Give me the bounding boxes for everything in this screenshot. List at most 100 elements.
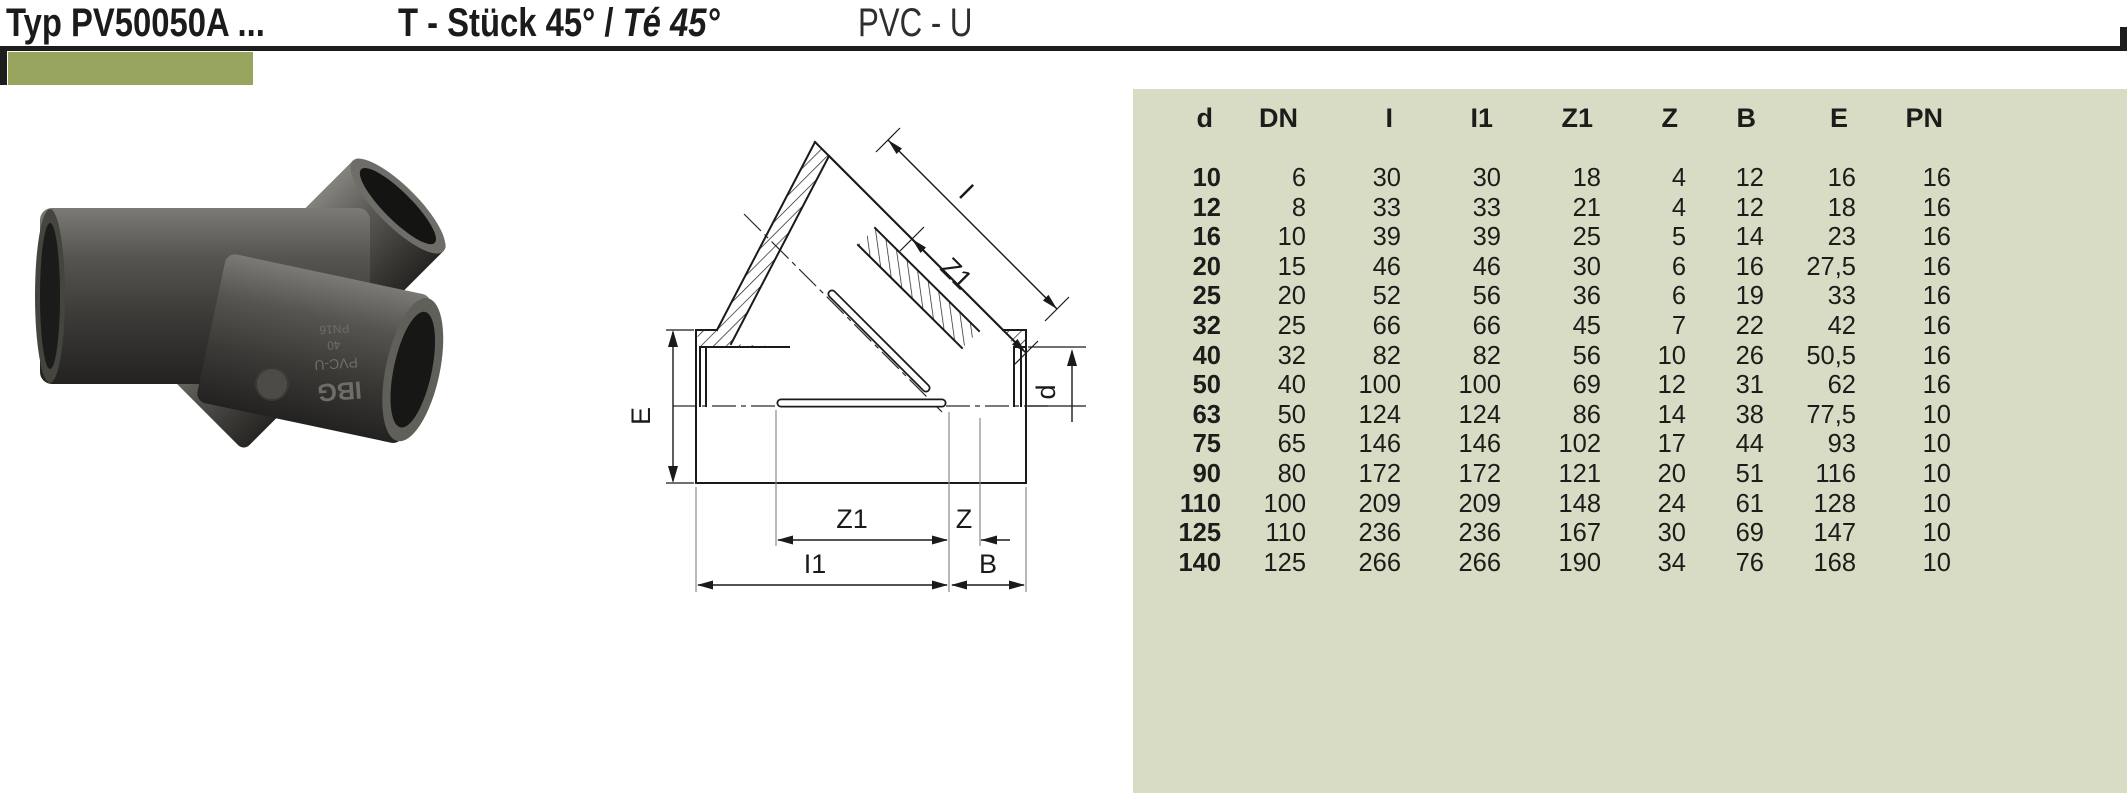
- cell-E: 27,5: [1806, 252, 1856, 281]
- cell-B: 16: [1735, 252, 1764, 281]
- marking-material: PVC-U: [314, 355, 359, 374]
- cell-PN: 16: [1922, 282, 1951, 311]
- column-header-DN: DN: [1259, 103, 1298, 133]
- dim-label-Z1-diagonal: Z1: [935, 252, 978, 295]
- column-header-d: d: [1196, 103, 1214, 133]
- column-header-Z: Z: [1661, 103, 1679, 133]
- cell-B: 14: [1735, 223, 1764, 252]
- cell-I1: 266: [1458, 548, 1501, 577]
- cell-DN: 20: [1277, 282, 1306, 311]
- cell-d: 140: [1178, 548, 1221, 577]
- page-title: T - Stück 45° / Té 45°: [398, 1, 720, 45]
- cell-DN: 10: [1277, 223, 1306, 252]
- cell-I1: 172: [1458, 459, 1501, 488]
- cell-DN: 8: [1291, 193, 1306, 222]
- column-header-E: E: [1829, 103, 1848, 133]
- cell-Z1: 21: [1572, 193, 1601, 222]
- cell-d: 125: [1178, 519, 1221, 548]
- cell-Z: 4: [1671, 193, 1686, 222]
- cell-PN: 10: [1922, 519, 1951, 548]
- cell-E: 93: [1827, 430, 1856, 459]
- cell-DN: 80: [1277, 459, 1306, 488]
- cell-DN: 40: [1277, 371, 1306, 400]
- cell-E: 42: [1827, 311, 1856, 340]
- cell-DN: 25: [1277, 311, 1306, 340]
- column-header-PN: PN: [1905, 103, 1943, 133]
- cell-B: 12: [1735, 193, 1764, 222]
- marking-pressure: PN16: [319, 321, 350, 337]
- cell-I: 46: [1372, 252, 1401, 281]
- cell-PN: 10: [1922, 459, 1951, 488]
- cell-I: 146: [1358, 430, 1401, 459]
- dim-label-I1: I1: [804, 549, 827, 579]
- dim-label-E: E: [626, 407, 656, 425]
- cell-I: 66: [1372, 311, 1401, 340]
- cell-I1: 124: [1458, 400, 1501, 429]
- header-rule-right-cap: [2120, 27, 2127, 51]
- marking-boss: [255, 367, 289, 401]
- cell-d: 63: [1192, 400, 1221, 429]
- cell-d: 50: [1192, 371, 1221, 400]
- cell-I: 124: [1358, 400, 1401, 429]
- cell-Z: 14: [1657, 400, 1686, 429]
- cell-d: 10: [1192, 164, 1221, 192]
- cell-Z1: 102: [1558, 430, 1601, 459]
- cell-DN: 32: [1277, 341, 1306, 370]
- cell-Z1: 30: [1572, 252, 1601, 281]
- title-italic: Té 45°: [622, 1, 720, 45]
- cell-Z1: 190: [1558, 548, 1601, 577]
- accent-bar: [8, 52, 253, 85]
- cell-Z: 6: [1671, 282, 1686, 311]
- cell-DN: 6: [1291, 164, 1306, 192]
- cell-PN: 16: [1922, 223, 1951, 252]
- cell-DN: 50: [1277, 400, 1306, 429]
- cell-Z: 17: [1657, 430, 1686, 459]
- cell-DN: 65: [1277, 430, 1306, 459]
- cell-E: 50,5: [1806, 341, 1856, 370]
- cell-Z1: 25: [1572, 223, 1601, 252]
- cell-PN: 16: [1922, 252, 1951, 281]
- cell-B: 12: [1735, 164, 1764, 192]
- cell-I1: 39: [1472, 223, 1501, 252]
- dim-label-Z: Z: [956, 504, 973, 534]
- cell-E: 18: [1827, 193, 1856, 222]
- cell-d: 12: [1192, 193, 1221, 222]
- cell-I: 30: [1372, 164, 1401, 192]
- cell-Z1: 121: [1558, 459, 1601, 488]
- cell-PN: 10: [1922, 489, 1951, 518]
- cell-B: 31: [1735, 371, 1764, 400]
- cell-Z1: 45: [1572, 311, 1601, 340]
- cell-B: 76: [1735, 548, 1764, 577]
- cell-PN: 10: [1922, 430, 1951, 459]
- cell-I: 172: [1358, 459, 1401, 488]
- cell-d: 110: [1179, 489, 1221, 518]
- cell-DN: 100: [1263, 489, 1306, 518]
- cell-d: 75: [1192, 430, 1221, 459]
- cell-Z: 5: [1671, 223, 1686, 252]
- marking-brand: IBG: [316, 375, 362, 406]
- cell-DN: 110: [1265, 519, 1306, 548]
- cell-d: 20: [1192, 252, 1221, 281]
- column-header-I1: I1: [1470, 103, 1493, 133]
- cell-d: 40: [1192, 341, 1221, 370]
- type-code: Typ PV50050A ...: [6, 1, 265, 45]
- cell-Z1: 56: [1572, 341, 1601, 370]
- cell-B: 22: [1735, 311, 1764, 340]
- cell-E: 23: [1827, 223, 1856, 252]
- cell-PN: 16: [1922, 311, 1951, 340]
- cell-Z1: 36: [1572, 282, 1601, 311]
- cell-I1: 66: [1472, 311, 1501, 340]
- cell-E: 16: [1827, 164, 1856, 192]
- cell-Z1: 167: [1558, 519, 1601, 548]
- cell-B: 44: [1735, 430, 1764, 459]
- column-header-B: B: [1736, 103, 1757, 133]
